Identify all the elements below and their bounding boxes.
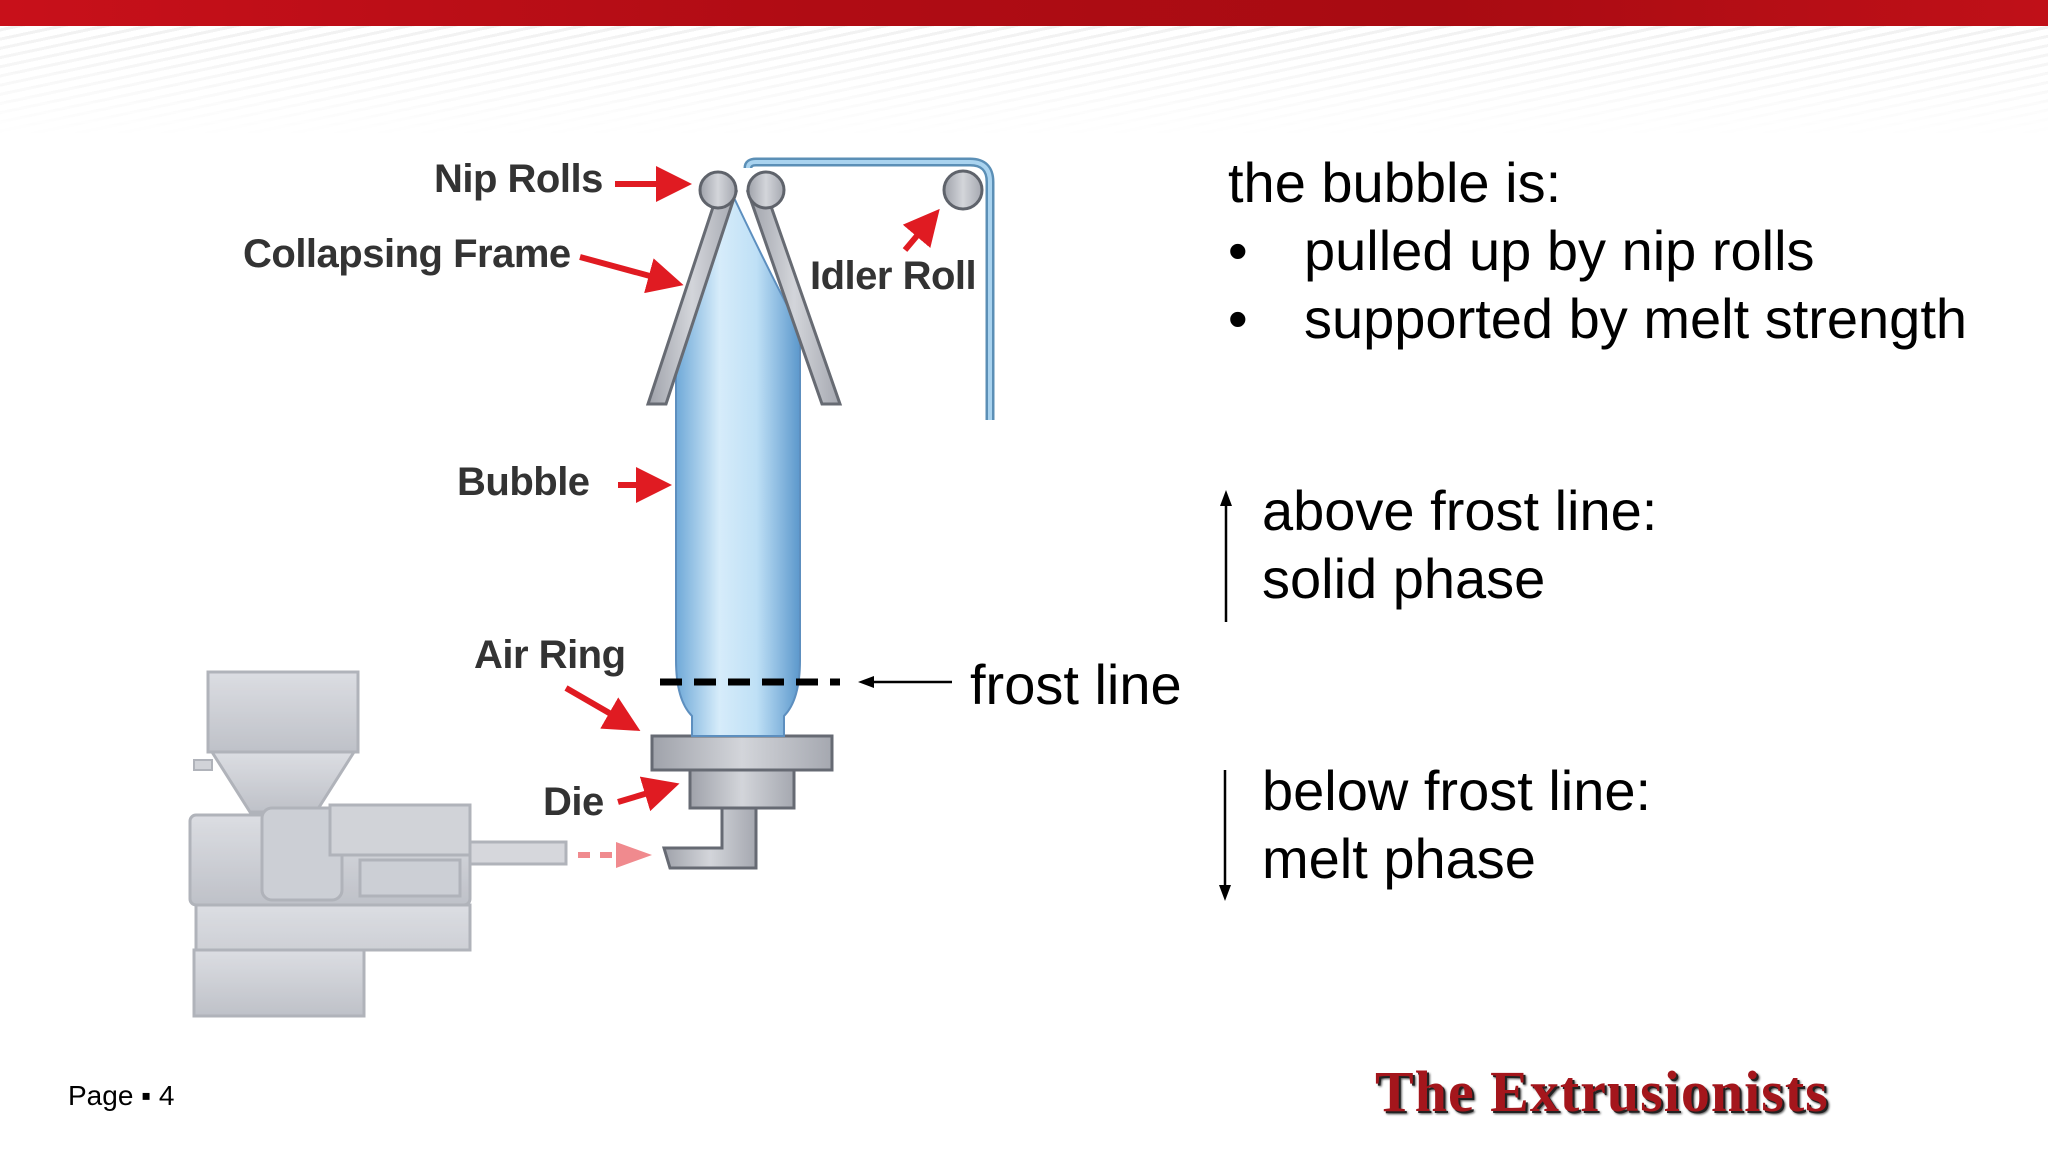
label-air-ring: Air Ring bbox=[474, 633, 626, 677]
frost-line-pointer-arrow bbox=[858, 676, 952, 688]
bubble-heading: the bubble is: bbox=[1228, 151, 1562, 214]
bullet-dot: • bbox=[1228, 287, 1248, 350]
die bbox=[688, 766, 796, 810]
brand-logo: The Extrusionists bbox=[1375, 1059, 1829, 1124]
solid-phase-label: solid phase bbox=[1262, 547, 1546, 610]
melt-phase-label: melt phase bbox=[1262, 827, 1536, 890]
frost-line-label: frost line bbox=[970, 653, 1182, 716]
header-stripe-pattern bbox=[0, 26, 2048, 136]
down-arrow bbox=[1219, 770, 1231, 901]
nip-roll-right bbox=[746, 170, 786, 210]
label-bubble: Bubble bbox=[457, 460, 590, 504]
feed-arrow bbox=[578, 842, 652, 868]
bullet-text: supported by melt strength bbox=[1304, 287, 1968, 350]
page-number: Page ▪ 4 bbox=[68, 1080, 175, 1111]
bullet-text: pulled up by nip rolls bbox=[1304, 219, 1815, 282]
below-frost-line-label: below frost line: bbox=[1262, 759, 1652, 822]
bullet-item: • pulled up by nip rolls bbox=[1228, 218, 2028, 284]
extruder-machine bbox=[188, 670, 568, 1018]
above-frost-line-label: above frost line: bbox=[1262, 479, 1658, 542]
label-nip-rolls: Nip Rolls bbox=[434, 157, 603, 201]
label-die: Die bbox=[543, 780, 604, 824]
idler-roll bbox=[942, 169, 984, 211]
nip-roll-left bbox=[698, 170, 738, 210]
top-accent-bar bbox=[0, 0, 2048, 26]
up-arrow bbox=[1220, 490, 1232, 622]
bullet-item: • supported by melt strength bbox=[1228, 286, 2028, 352]
die-adapter bbox=[661, 806, 758, 870]
label-collapsing-frame: Collapsing Frame bbox=[243, 232, 571, 276]
label-idler-roll: Idler Roll bbox=[810, 254, 977, 298]
bullet-dot: • bbox=[1228, 219, 1248, 282]
label-arrows bbox=[564, 166, 940, 812]
air-ring bbox=[650, 734, 834, 772]
